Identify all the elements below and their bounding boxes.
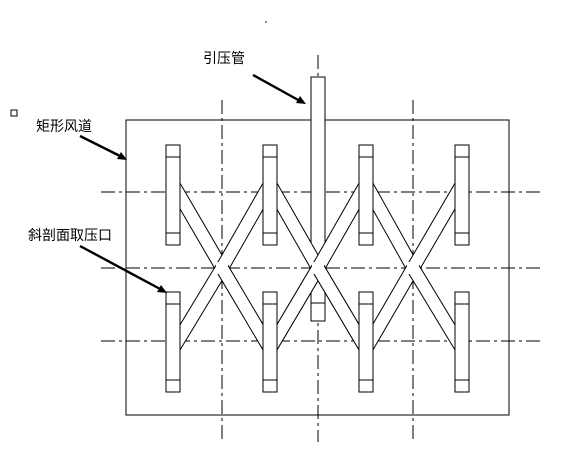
diagonal-tube-fill	[312, 264, 372, 353]
diagonal-tube-fill	[264, 264, 324, 353]
junction	[216, 262, 228, 274]
small-square-mark	[10, 109, 18, 117]
sampling-tubes	[165, 144, 470, 393]
sampling-tube	[262, 144, 278, 246]
diagonal-tube-fill	[264, 181, 324, 271]
junction	[407, 262, 419, 274]
diagonal-tube-fill	[167, 180, 228, 272]
sampling-tube	[165, 291, 181, 393]
diagonal-tube-fill	[407, 264, 468, 353]
sampling-tube	[454, 144, 470, 246]
diagonal-tube-fill	[360, 264, 419, 353]
dot-mark	[265, 21, 267, 23]
label-rect-duct: 矩形风道	[36, 119, 92, 135]
sampling-tube	[454, 291, 470, 393]
diagonal-tube-fill	[360, 181, 419, 271]
label-inclined-port: 斜剖面取压口	[28, 228, 112, 244]
sampling-tube	[165, 144, 181, 246]
junction	[312, 262, 324, 274]
diagonal-tube-fill	[407, 180, 468, 272]
diagonal-tube-fill	[167, 264, 228, 353]
sampling-tube	[358, 144, 374, 246]
label-pressure-pipe: 引压管	[203, 51, 245, 67]
diagonal-tube-fill	[216, 264, 276, 353]
sampling-tube	[358, 291, 374, 393]
diagonal-tube-fill	[216, 181, 276, 271]
diagonal-tube-fill	[312, 181, 372, 271]
leader-arrows	[79, 73, 306, 293]
diagonal-tubes	[166, 180, 469, 353]
sampling-tube	[262, 291, 278, 393]
